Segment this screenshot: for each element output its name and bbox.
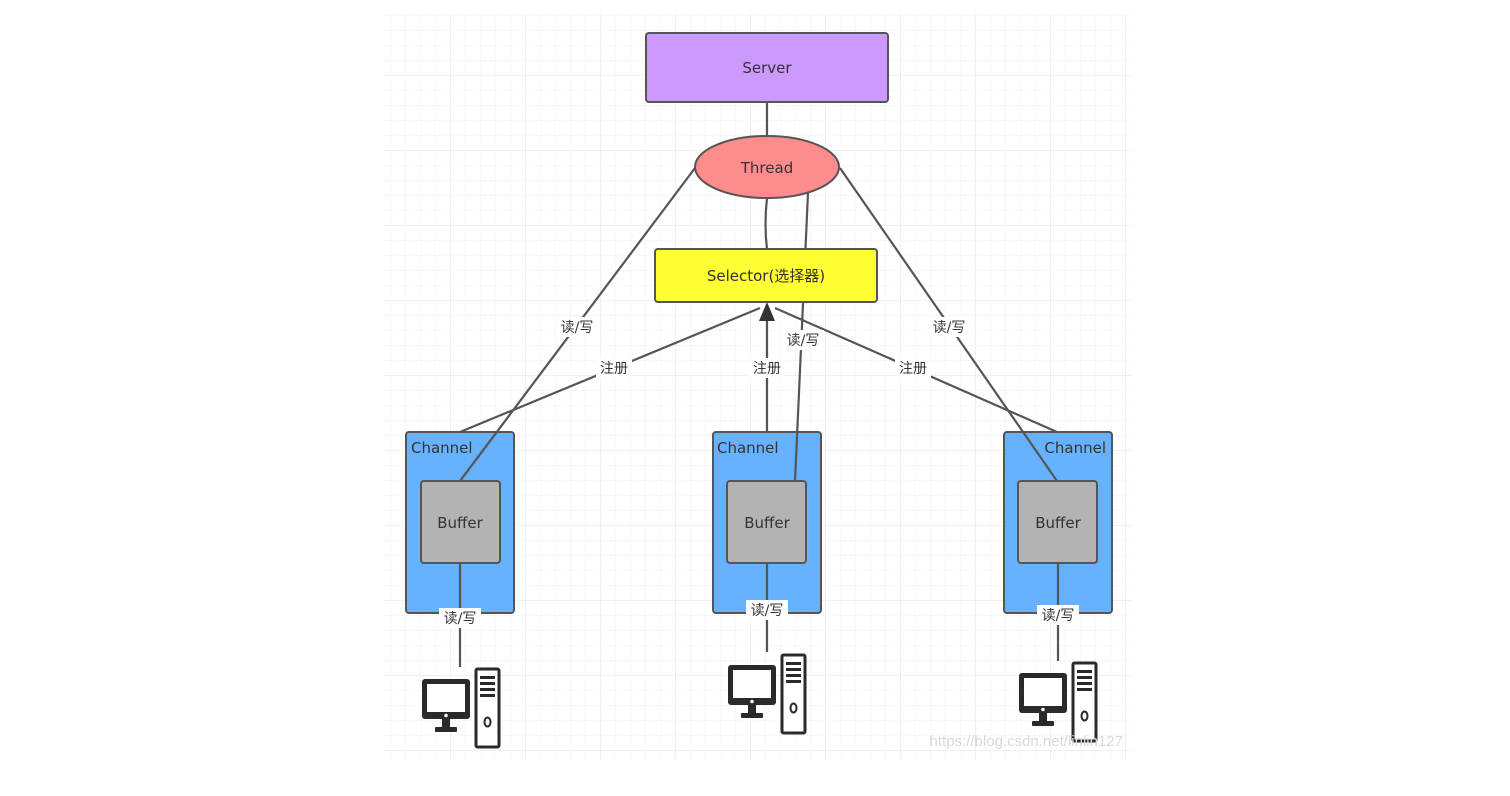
rw-label-left: 读/写 (561, 319, 594, 336)
desktop-computer-icon (728, 653, 807, 735)
rw-label-right: 读/写 (933, 319, 966, 336)
buffer-box-right (1017, 480, 1098, 564)
register-arrowhead (759, 302, 775, 321)
rw-label-middle: 读/写 (787, 332, 820, 349)
selector-box (654, 248, 878, 303)
channel-label-left: Channel (411, 439, 473, 457)
watermark-text: https://blog.csdn.net/linlin127 (930, 733, 1123, 750)
buffer-label-middle: Buffer (744, 514, 790, 532)
buffer-label-right: Buffer (1035, 514, 1081, 532)
thread-ellipse (694, 135, 840, 199)
channel-label-right: Channel (1044, 439, 1106, 457)
channel-label-middle: Channel (717, 439, 779, 457)
desktop-computer-icon (1019, 661, 1098, 743)
server-label: Server (742, 59, 792, 77)
server-box (645, 32, 889, 103)
register-label-middle: 注册 (753, 361, 781, 377)
desktop-computer-icon (422, 667, 501, 749)
client-rw-label-middle: 读/写 (751, 602, 784, 619)
buffer-box-left (420, 480, 501, 564)
register-label-right: 注册 (899, 361, 927, 377)
buffer-label-left: Buffer (437, 514, 483, 532)
client-rw-label-right: 读/写 (1042, 607, 1075, 624)
thread-label: Thread (740, 159, 793, 177)
buffer-box-middle (726, 480, 807, 564)
register-label-left: 注册 (600, 361, 628, 377)
thread-selector-line (764, 197, 769, 250)
client-rw-label-left: 读/写 (444, 610, 477, 627)
grid-background (383, 14, 1131, 759)
selector-label: Selector(选择器) (707, 267, 825, 285)
